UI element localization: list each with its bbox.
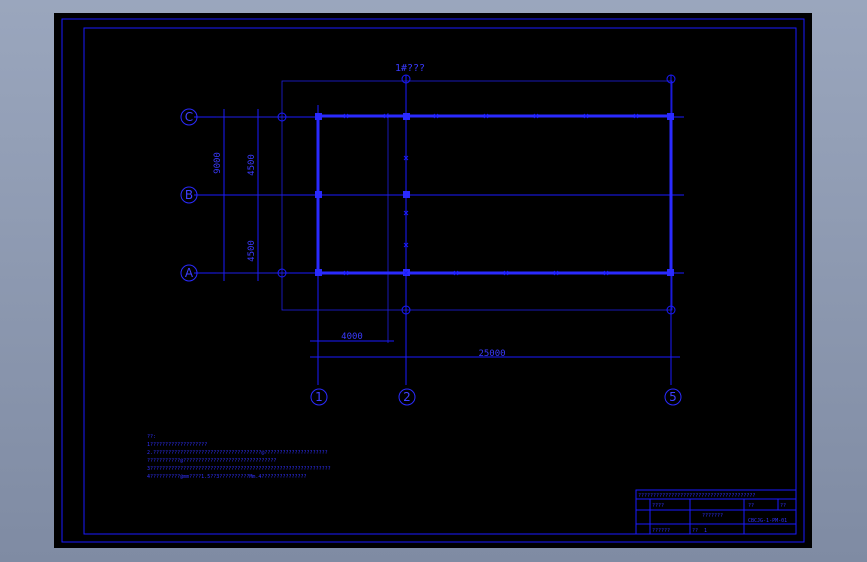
dim-left-lower: 4500 (247, 240, 257, 262)
note-line: 4??????????@mm????1.5??3??????????Mm.4??… (147, 474, 307, 480)
designer: ?????? (652, 528, 670, 534)
inner-frame (83, 27, 797, 535)
dim-bottom-long: 25000 (478, 349, 505, 359)
note-line: ???????????@????????????????????????????… (147, 458, 276, 464)
scale-label: ?? (692, 528, 698, 534)
grid-bubble-c: C (180, 108, 198, 126)
dim-left-upper: 4500 (247, 154, 257, 176)
cell-b: ?? (780, 503, 786, 509)
svg-text:B: B (185, 188, 193, 202)
note-line: 3???????????????????????????????????????… (147, 466, 331, 472)
svg-text:5: 5 (669, 390, 677, 404)
grid-bubble-5: 5 (664, 388, 682, 406)
note-line: 1??????????????????? (147, 442, 207, 448)
cell-a: ?? (748, 503, 754, 509)
note-line: ??: (147, 434, 156, 440)
svg-text:C: C (185, 110, 193, 124)
cad-drawing: 1#??? 9000 (61, 18, 805, 543)
svg-text:1: 1 (315, 390, 323, 404)
project-label: ???? (652, 503, 664, 509)
svg-text:A: A (185, 266, 194, 280)
scale-value: 1 (704, 528, 707, 534)
drawing-code: CBCJG-1-PM-01 (748, 518, 787, 524)
drawing-title: 1#??? (395, 63, 425, 74)
svg-text:2: 2 (403, 390, 411, 404)
title-block: ??????????????????????????????????????? … (635, 489, 797, 535)
beam-ticks (343, 113, 639, 276)
outer-frame (61, 18, 805, 543)
grid-bubble-a: A (180, 264, 198, 282)
notes-block: ??: 1??????????????????? 2.?????????????… (147, 434, 331, 480)
note-line: 2.????????????????????????????????????@?… (147, 450, 328, 456)
grid-bubble-1: 1 (310, 388, 328, 406)
title-block-header: ??????????????????????????????????????? (638, 493, 755, 499)
drawing-name: ??????? (702, 513, 723, 519)
grid-bubble-b: B (180, 186, 198, 204)
drawing-sheet: 1#??? 9000 (54, 13, 812, 548)
dim-left-outer: 9000 (213, 152, 223, 174)
grid-bubble-2: 2 (398, 388, 416, 406)
dim-bottom-short: 4000 (341, 332, 363, 342)
